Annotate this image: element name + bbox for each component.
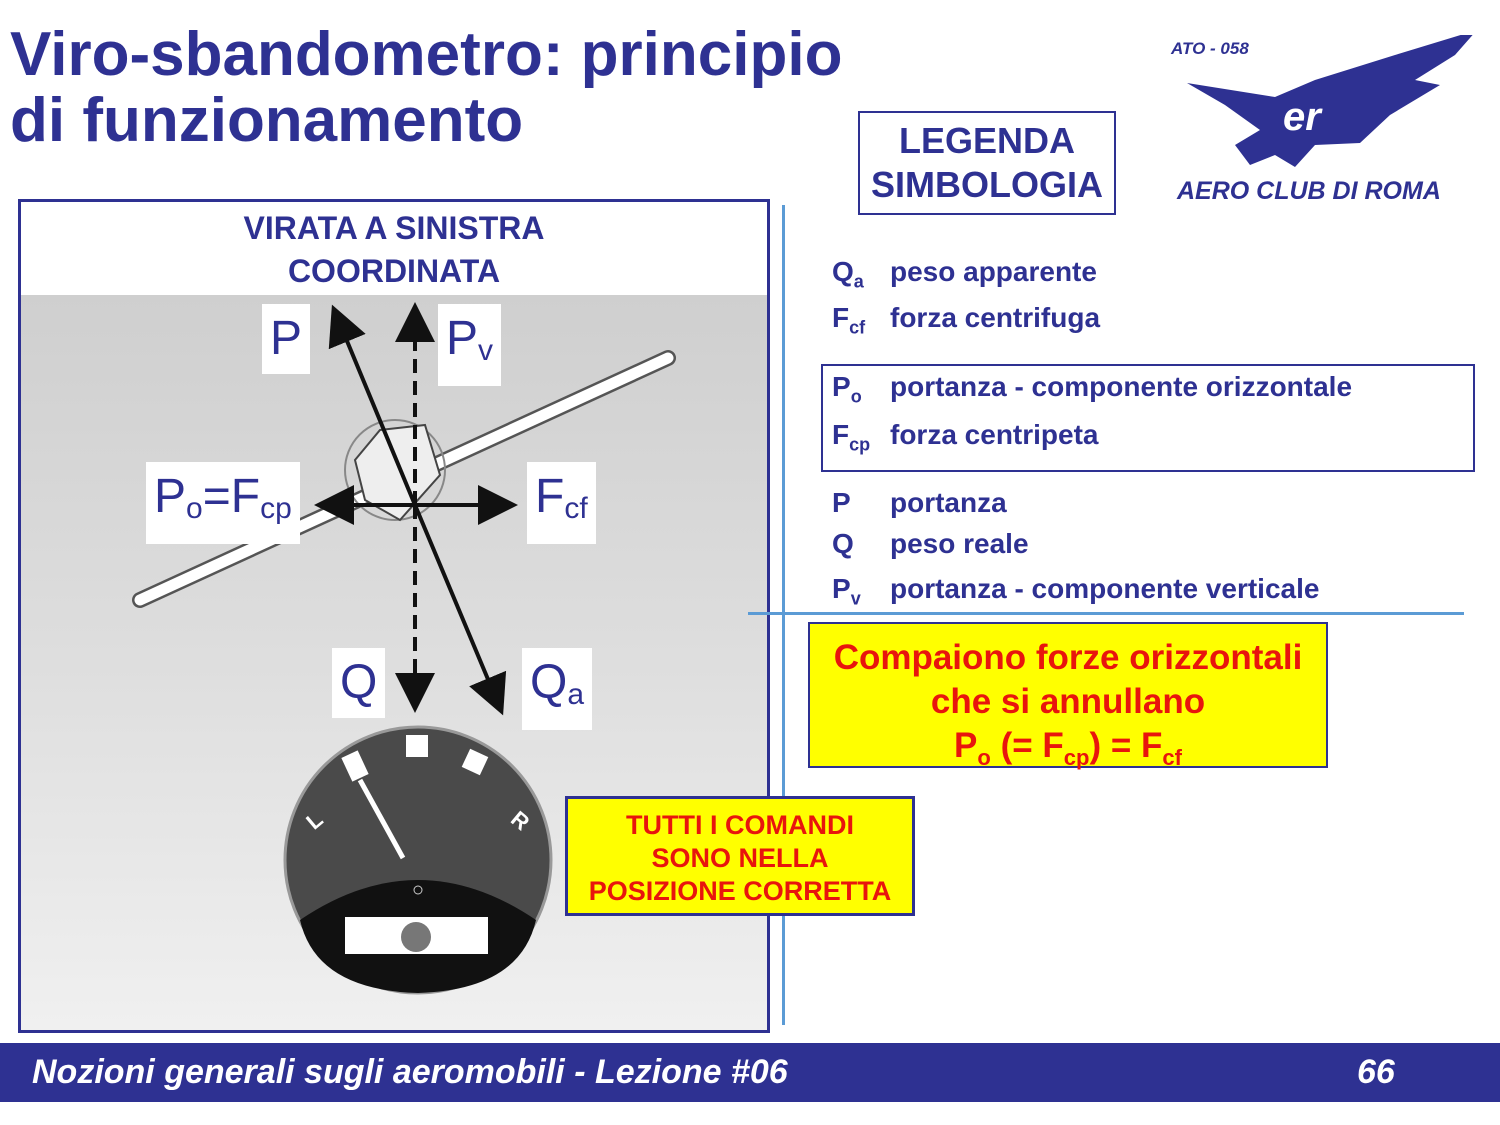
commands-line: POSIZIONE CORRETTA [588, 876, 892, 906]
commands-line: SONO NELLA [651, 843, 829, 873]
label-p: P [262, 304, 311, 374]
sub: cp [260, 492, 292, 525]
legend-text: portanza - componente verticale [890, 573, 1320, 604]
title-line: di funzionamento [10, 86, 524, 155]
legend-symbol: Qa [832, 256, 890, 293]
arrow-p [328, 304, 417, 506]
logo-name: AERO CLUB DI ROMA [1177, 177, 1441, 205]
footer-bar: Nozioni generali sugli aeromobili - Lezi… [0, 1043, 1500, 1102]
sub: a [853, 271, 864, 292]
label-fcf: Fcf [527, 462, 596, 544]
legend-title-line: SIMBOLOGIA [871, 164, 1103, 205]
sub: o [977, 745, 991, 770]
sub: v [850, 588, 861, 609]
legend-symbol: Q [832, 528, 890, 565]
sym: Q [530, 656, 568, 709]
title-line: Viro-sbandometro: principio [10, 20, 843, 89]
note-line: Compaiono forze orizzontali [833, 638, 1303, 677]
sub: cp [1063, 745, 1090, 770]
diagram-heading: VIRATA A SINISTRA COORDINATA [21, 207, 767, 293]
arrow-qa [413, 504, 507, 716]
sym: F [535, 470, 565, 523]
sym: (= F [990, 726, 1064, 765]
sym: P [154, 470, 187, 523]
sym: P [832, 573, 851, 604]
sub: cf [849, 317, 866, 338]
sub: o [186, 492, 203, 525]
sub: cf [1162, 745, 1182, 770]
legend-text: portanza [890, 487, 1007, 518]
logo: ATO - 058 er AERO CLUB DI ROMA [1165, 35, 1485, 215]
sub: cf [564, 492, 588, 525]
sym: P [832, 487, 851, 518]
heading-line: VIRATA A SINISTRA [243, 210, 545, 246]
sym: P [832, 371, 851, 402]
legend-text: portanza - componente orizzontale [890, 371, 1353, 402]
commands-line: TUTTI I COMANDI [626, 810, 854, 840]
page-number: 66 [1357, 1053, 1395, 1091]
sym: Q [832, 256, 854, 287]
legend-symbol: Pv [832, 573, 890, 610]
sym: P [954, 726, 978, 765]
sym: F [832, 419, 850, 450]
sym: =F [202, 470, 261, 523]
legend-title-line: LEGENDA [898, 120, 1075, 161]
fuselage [344, 419, 446, 521]
divider-vertical [782, 205, 785, 1025]
sub: v [478, 334, 494, 367]
force-diagram [132, 302, 676, 995]
divider-horizontal [748, 612, 1464, 615]
label-pv: Pv [438, 304, 502, 386]
legend-text: peso reale [890, 528, 1029, 559]
note-formula: Po (= Fcp) = Fcf [810, 724, 1326, 780]
label-q: Q [332, 648, 386, 718]
legend-symbol: Po [832, 371, 890, 408]
sym: F [832, 302, 850, 333]
sym: ) = F [1089, 726, 1163, 765]
footer-title: Nozioni generali sugli aeromobili - Lezi… [32, 1053, 788, 1091]
heading-line: COORDINATA [287, 253, 501, 289]
legend-highlight-frame [821, 364, 1475, 472]
legend-symbol: P [832, 487, 890, 524]
sym: Q [832, 528, 854, 559]
sub: cp [849, 434, 871, 455]
sub: a [567, 678, 585, 711]
note-line: che si annullano [930, 682, 1206, 721]
legend-text: forza centrifuga [890, 302, 1101, 333]
label-po-fcp: Po=Fcp [146, 462, 300, 544]
note-box: Compaiono forze orizzontali che si annul… [808, 622, 1328, 770]
sym: P [446, 312, 479, 365]
legend-symbol: Fcp [832, 419, 890, 456]
legend-text: forza centripeta [890, 419, 1099, 450]
legend-symbol: Fcf [832, 302, 890, 339]
legend-text: peso apparente [890, 256, 1097, 287]
sub: o [850, 386, 862, 407]
svg-text:er: er [1283, 95, 1323, 139]
logo-code: ATO - 058 [1171, 39, 1249, 58]
label-qa: Qa [522, 648, 593, 730]
turn-coordinator-gauge [283, 725, 553, 995]
eagle-icon: er [1187, 35, 1473, 167]
commands-box: TUTTI I COMANDI SONO NELLA POSIZIONE COR… [565, 796, 915, 916]
